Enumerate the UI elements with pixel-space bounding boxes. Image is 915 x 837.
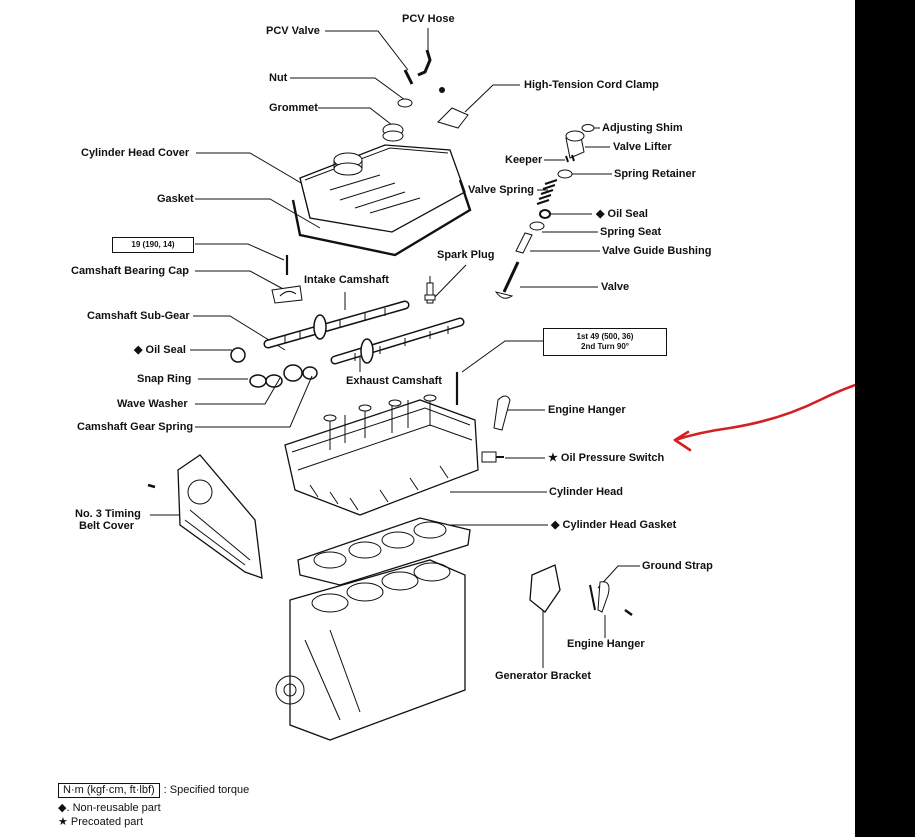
camshafts <box>230 300 465 388</box>
leader-grommet <box>318 107 393 126</box>
pcv-hose-shape <box>417 49 432 77</box>
sub-gear-shape <box>283 364 303 382</box>
cylinder-head-shape <box>284 394 479 516</box>
label-snap-ring: Snap Ring <box>137 373 192 385</box>
label-camshaft-sub-gear: Camshaft Sub-Gear <box>87 310 190 322</box>
label-camshaft-gear-spring: Camshaft Gear Spring <box>77 421 194 433</box>
ground-strap-shape <box>589 584 596 611</box>
cylinder-block-shape <box>275 559 466 741</box>
label-engine-hanger-top: Engine Hanger <box>548 404 626 416</box>
label-keeper: Keeper <box>505 154 543 166</box>
snap-ring-shape <box>249 374 267 388</box>
legend-precoated: ★ Precoated part <box>58 816 144 828</box>
legend-torque: N·m (kgf·cm, ft·lbf): Specified torque <box>58 783 249 798</box>
engine-hanger-top-shape <box>493 395 511 431</box>
leader-head-torque <box>461 340 543 373</box>
label-spark-plug: Spark Plug <box>437 249 495 261</box>
label-valve-lifter: Valve Lifter <box>613 141 672 153</box>
oil-seal-cam-shape <box>230 347 246 363</box>
adjusting-shim-shape <box>581 124 595 132</box>
label-nut: Nut <box>269 72 288 84</box>
legend-non-reusable: ◆. Non-reusable part <box>58 802 161 814</box>
valve-shape <box>502 261 520 293</box>
leader-spark-plug <box>431 264 467 301</box>
label-pcv-hose: PCV Hose <box>402 13 455 25</box>
leader-ground-strap <box>597 565 640 589</box>
gear-spring-shape <box>302 366 318 380</box>
leader-sub-gear <box>193 315 286 351</box>
legend-torque-desc: : Specified torque <box>163 784 250 796</box>
nut-shape <box>397 98 413 108</box>
label-spring-seat: Spring Seat <box>600 226 662 238</box>
label-oil-pressure-switch: ★ Oil Pressure Switch <box>548 452 665 464</box>
leader-nut <box>290 77 406 101</box>
black-side-bar <box>855 0 915 837</box>
leader-wave-washer <box>195 377 281 405</box>
label-grommet: Grommet <box>269 102 318 114</box>
label-adjusting-shim: Adjusting Shim <box>602 122 683 134</box>
cylinder-head-cover <box>291 144 472 257</box>
cover-gasket <box>291 179 472 257</box>
valve-spring-shape <box>536 179 558 205</box>
label-generator-bracket: Generator Bracket <box>495 670 591 682</box>
legend-torque-box: N·m (kgf·cm, ft·lbf) <box>58 783 160 798</box>
label-engine-hanger-bottom: Engine Hanger <box>567 638 645 650</box>
leader-bearing-cap <box>195 270 286 291</box>
spark-plug-shape <box>424 276 436 304</box>
leader-high-tension <box>464 84 520 113</box>
timing-belt-cover-shape <box>147 454 263 579</box>
spring-retainer-shape <box>557 169 573 179</box>
oil-pressure-switch-shape <box>481 451 504 463</box>
label-cylinder-head-cover: Cylinder Head Cover <box>81 147 190 159</box>
label-cylinder-head-gasket: ◆ Cylinder Head Gasket <box>551 519 677 531</box>
label-oil-seal-valve: ◆ Oil Seal <box>596 208 648 220</box>
torque-cap-value: 19 (190, 14) <box>131 240 175 249</box>
label-intake-camshaft: Intake Camshaft <box>304 274 389 286</box>
valve-train <box>494 124 595 299</box>
label-wave-washer: Wave Washer <box>117 398 188 410</box>
bearing-cap <box>271 255 303 304</box>
label-timing-belt-cover-line1: No. 3 Timing <box>75 508 141 520</box>
torque-head-step1: 1st 49 (500, 36) <box>576 332 634 341</box>
high-tension-clamp-shape <box>437 107 469 129</box>
pcv-parts <box>382 49 469 142</box>
generator-bracket-shape <box>529 564 561 613</box>
wave-washer-shape <box>265 374 283 388</box>
cylinder-head-gasket-shape <box>297 517 471 586</box>
small-bolt-shape <box>624 608 633 617</box>
label-spring-retainer: Spring Retainer <box>614 168 696 180</box>
label-valve: Valve <box>601 281 630 293</box>
engine-hanger-bottom-shape <box>597 581 610 613</box>
label-exhaust-camshaft: Exhaust Camshaft <box>346 375 442 387</box>
leader-cap-torque <box>195 243 285 261</box>
pcv-valve-shape <box>403 69 414 85</box>
label-valve-spring: Valve Spring <box>468 184 535 196</box>
label-cylinder-head: Cylinder Head <box>549 486 623 498</box>
label-camshaft-bearing-cap: Camshaft Bearing Cap <box>71 265 189 277</box>
leader-gasket <box>195 198 321 229</box>
leader-gear-spring <box>195 375 313 428</box>
label-pcv-valve: PCV Valve <box>266 25 320 37</box>
torque-box-camshaft-cap: 19 (190, 14) <box>112 237 194 253</box>
label-ground-strap: Ground Strap <box>642 560 713 572</box>
label-gasket: Gasket <box>157 193 194 205</box>
torque-head-step2: 2nd Turn 90° <box>581 342 629 351</box>
leader-lines <box>150 28 640 668</box>
valve-guide-shape <box>515 232 533 254</box>
label-high-tension-cord-clamp: High-Tension Cord Clamp <box>524 79 659 91</box>
label-oil-seal-camshaft: ◆ Oil Seal <box>134 344 186 356</box>
oil-seal-valve-shape <box>539 209 551 219</box>
label-valve-guide-bushing: Valve Guide Bushing <box>602 245 712 257</box>
leader-pcv-valve <box>325 30 409 71</box>
label-timing-belt-cover-line2: Belt Cover <box>79 520 135 532</box>
torque-box-head-bolt: 1st 49 (500, 36) 2nd Turn 90° <box>543 328 667 356</box>
spring-seat-shape <box>529 221 545 231</box>
keeper-shape <box>565 154 575 163</box>
